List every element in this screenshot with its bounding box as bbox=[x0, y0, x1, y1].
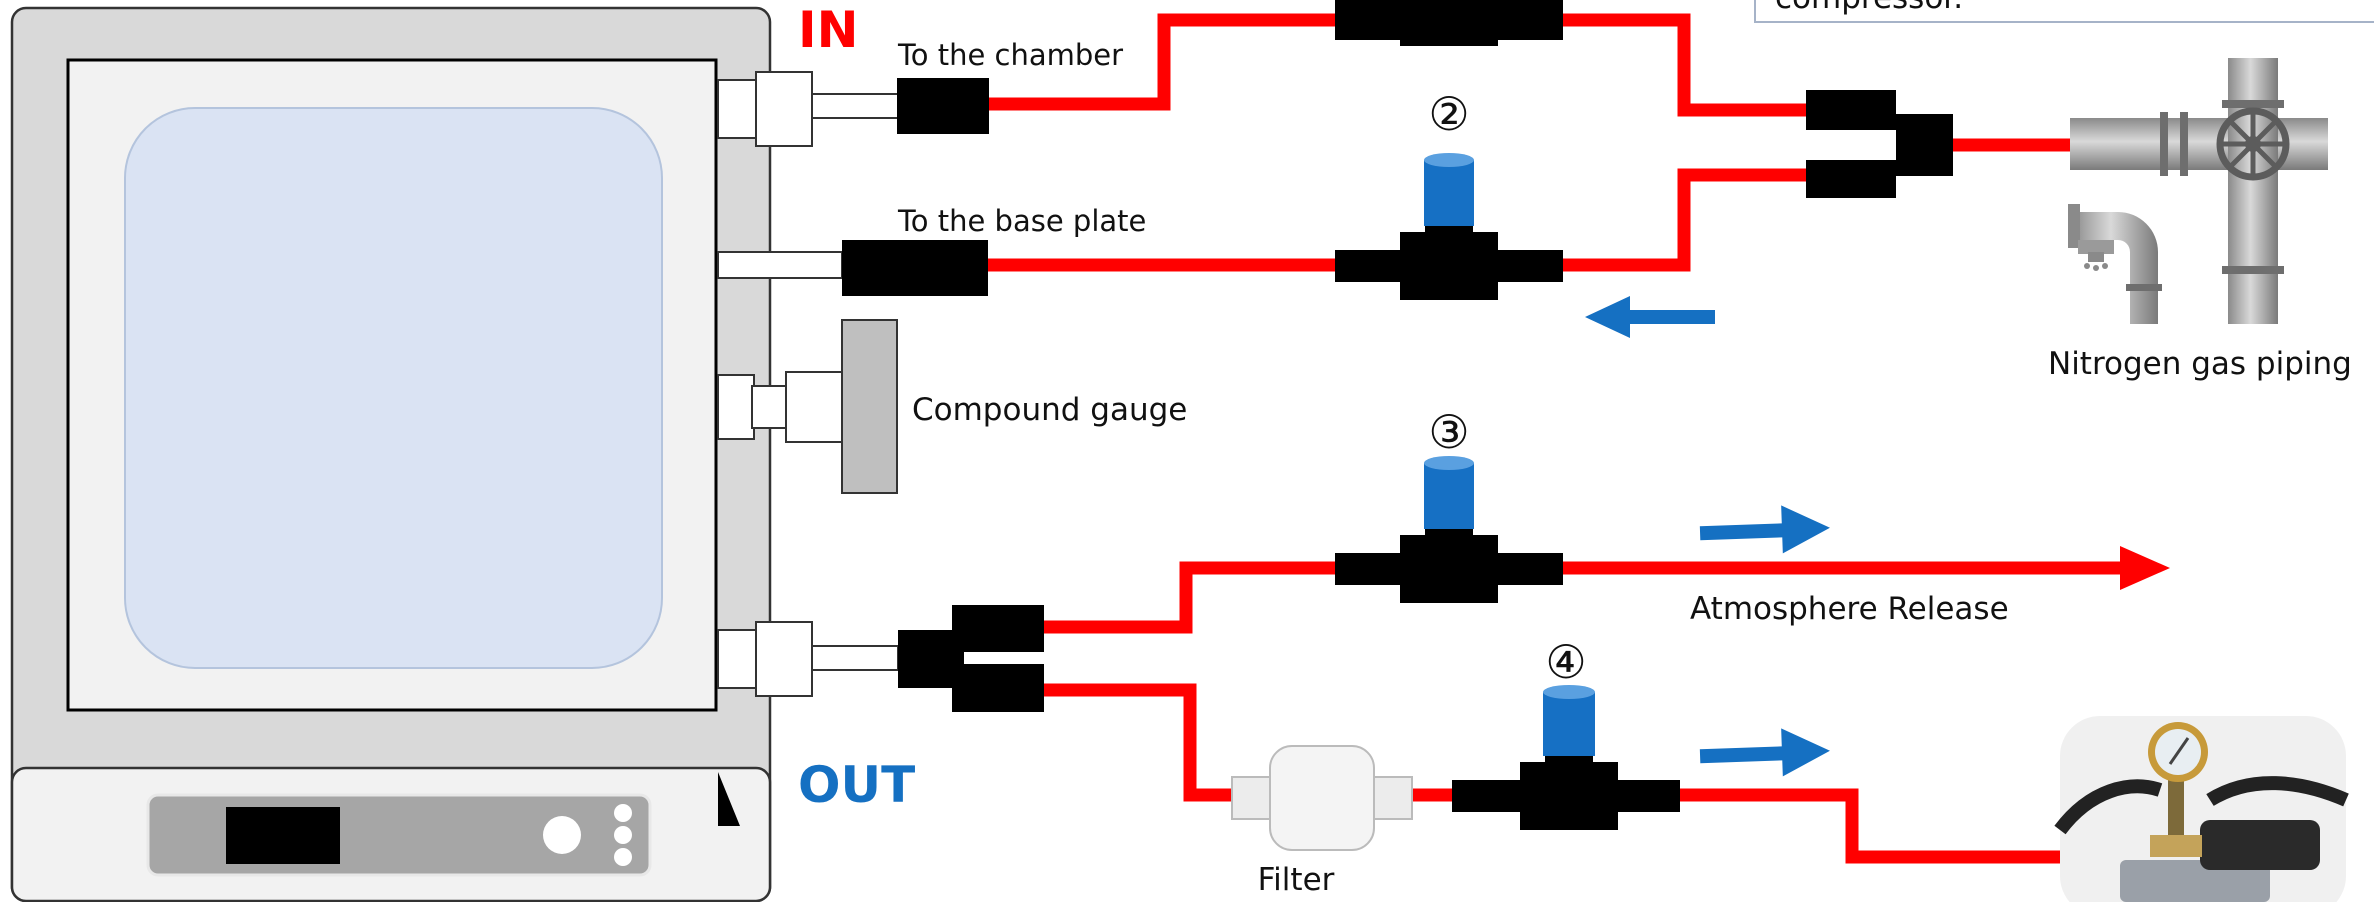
flow-arrow-left bbox=[1585, 296, 1715, 338]
control-button-1 bbox=[614, 804, 632, 822]
pipe-chamber-line bbox=[988, 13, 1335, 111]
pipe-out-lower bbox=[1044, 683, 1240, 802]
door-latch bbox=[718, 772, 740, 826]
vacuum-chamber bbox=[10, 6, 772, 902]
filter bbox=[1231, 745, 1413, 851]
chamber-port-in bbox=[717, 71, 899, 147]
label-out: OUT bbox=[798, 756, 915, 814]
valve-3 bbox=[1335, 456, 1563, 603]
tee-nitrogen bbox=[1806, 90, 1953, 198]
release-arrowhead bbox=[2120, 546, 2170, 590]
flow-arrow-right-pump bbox=[1699, 728, 1830, 777]
tee-out bbox=[898, 605, 1044, 712]
valve-3-cap bbox=[1424, 463, 1474, 529]
label-to-chamber: To the chamber bbox=[897, 38, 1123, 72]
label-in: IN bbox=[798, 1, 858, 59]
valve-2 bbox=[1335, 153, 1563, 300]
chamber-window bbox=[124, 107, 663, 669]
display-screen bbox=[226, 807, 340, 864]
chamber-port-base bbox=[717, 251, 843, 279]
valve-3-number: ③ bbox=[1428, 405, 1469, 459]
valve-4-number: ④ bbox=[1545, 635, 1586, 689]
flow-arrow-right-release bbox=[1699, 505, 1830, 554]
compound-gauge bbox=[841, 319, 898, 494]
vacuum-pump-icon bbox=[2054, 716, 2349, 902]
fittings bbox=[842, 0, 1953, 712]
chamber-port-out bbox=[717, 621, 899, 697]
label-compound-gauge: Compound gauge bbox=[912, 392, 1187, 428]
connector-chamber bbox=[897, 78, 989, 134]
pipe-base-to-tee bbox=[1563, 168, 1806, 272]
chamber-port-gauge bbox=[717, 319, 898, 494]
pipe-top-to-tee bbox=[1563, 13, 1806, 117]
valve-4-cap bbox=[1543, 692, 1595, 756]
label-to-base-plate: To the base plate bbox=[897, 204, 1146, 238]
flow-arrows bbox=[1585, 296, 1830, 777]
label-atmosphere-release: Atmosphere Release bbox=[1690, 591, 2009, 627]
label-nitrogen-piping: Nitrogen gas piping bbox=[2048, 346, 2352, 382]
valve-2-number: ② bbox=[1428, 87, 1469, 141]
control-button-3 bbox=[614, 848, 632, 866]
note-box: compressor. bbox=[1754, 0, 2374, 23]
nitrogen-piping-icon bbox=[2068, 58, 2328, 324]
pipe-to-pump bbox=[1680, 788, 2070, 864]
valve-2-cap bbox=[1424, 160, 1474, 226]
connector-base-plate bbox=[842, 240, 988, 296]
pipes bbox=[988, 13, 2140, 864]
control-button-2 bbox=[614, 826, 632, 844]
label-filter: Filter bbox=[1258, 862, 1335, 898]
valve-4 bbox=[1452, 685, 1680, 830]
pipe-out-upper bbox=[1044, 561, 1335, 634]
note-text: compressor. bbox=[1775, 0, 1963, 16]
control-knob bbox=[543, 816, 581, 854]
